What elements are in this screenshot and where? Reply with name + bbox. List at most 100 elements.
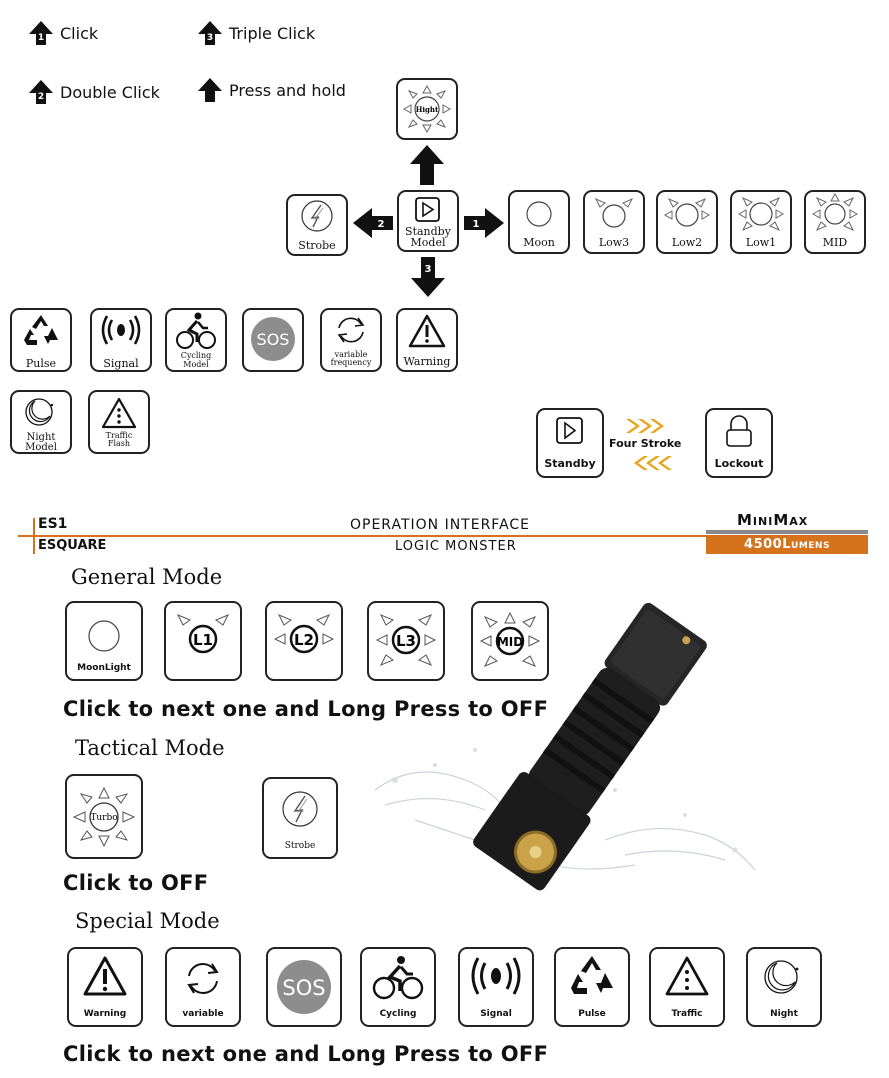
mid-label: MID: [822, 236, 848, 249]
mid-box: MID: [471, 601, 549, 681]
standby-box: Standby: [536, 408, 604, 478]
header-divider: [33, 518, 35, 554]
lightning-icon: [301, 200, 333, 232]
low1-label: Low1: [745, 236, 777, 249]
sos-icon: SOS: [277, 960, 331, 1014]
low3-light-icon: [594, 197, 634, 228]
svg-text:L2: L2: [294, 631, 314, 649]
svg-text:2: 2: [38, 92, 44, 102]
svg-text:3: 3: [425, 264, 432, 275]
recycle-icon: [571, 956, 613, 994]
signal-label: Signal: [103, 357, 139, 370]
arrow-left-2-flow: 2: [353, 208, 393, 238]
moonlight-label: MoonLight: [77, 663, 131, 673]
legend-press-hold-label: Press and hold: [229, 80, 346, 100]
svg-text:L1: L1: [193, 631, 213, 649]
header-line: [18, 535, 708, 537]
svg-text:Hight: Hight: [416, 105, 439, 114]
moon-label: Moon: [523, 236, 555, 249]
lock-icon: [726, 415, 752, 447]
night-model-box: Night Model: [10, 390, 72, 454]
svg-text:1: 1: [38, 33, 44, 43]
moon-light-icon: [88, 620, 120, 652]
traffic-warning-icon: [101, 397, 137, 429]
warning-mode-box: Warning: [396, 308, 458, 372]
lockout-label: Lockout: [714, 457, 764, 470]
header-title-1: OPERATION INTERFACE: [350, 517, 531, 533]
svg-text:2: 2: [378, 219, 385, 230]
night-label-1: Night: [26, 432, 56, 443]
header-title-2: LOGIC MONSTER: [395, 539, 517, 554]
moon-mode-box: Moon: [508, 190, 570, 254]
traffic-warning-icon: [665, 956, 709, 996]
low1-mode-box: Low1: [730, 190, 792, 254]
special-variable-box: variable: [165, 947, 241, 1027]
sos-icon: SOS: [251, 317, 295, 361]
cycling-label-1: Cycling: [180, 351, 212, 360]
standby-label-1: Standby: [405, 225, 451, 238]
pulse-label: Pulse: [25, 357, 57, 370]
low2-mode-box: Low2: [656, 190, 718, 254]
chevrons-left-icon: [634, 456, 672, 470]
lumens-badge: 4500Lumens: [706, 535, 868, 554]
legend-triple-click: 3 Triple Click: [197, 20, 315, 46]
general-mode-title: General Mode: [71, 565, 223, 589]
special-warning-box: Warning: [67, 947, 143, 1027]
strobe-mode-box: Strobe: [286, 194, 348, 256]
low2-light-icon: [663, 197, 711, 227]
moon-light-icon: [526, 201, 552, 227]
mid-light-icon: MID: [479, 611, 541, 667]
special-traffic-label: Traffic: [671, 1009, 703, 1019]
low1-light-icon: [737, 196, 785, 232]
tactical-strobe-label: Strobe: [284, 841, 316, 851]
cycling-icon: [176, 312, 216, 349]
special-cycling-box: Cycling: [360, 947, 436, 1027]
high-mode-box: Hight: [396, 78, 458, 140]
svg-text:1: 1: [473, 219, 480, 230]
arrow-up-icon: [198, 78, 222, 102]
tactical-strobe-box: Strobe: [262, 777, 338, 859]
signal-icon: [101, 315, 141, 345]
flashlight-image: [374, 602, 756, 891]
recycle-icon: [24, 315, 58, 345]
sos-mode-box: SOS: [242, 308, 304, 372]
moonlight-box: MoonLight: [65, 601, 143, 681]
play-icon: [415, 197, 440, 222]
mid-mode-box: MID: [804, 190, 866, 254]
svg-text:3: 3: [207, 33, 213, 43]
lightning-icon: [282, 791, 318, 827]
legend-double-click: 2 Double Click: [28, 79, 160, 105]
mid-light-icon: [811, 192, 859, 232]
arrow-up-icon: 2: [29, 80, 53, 104]
cycling-model-box: Cycling Model: [165, 308, 227, 372]
arrow-up-icon: 1: [29, 21, 53, 45]
warning-icon: [83, 956, 127, 996]
low3-mode-box: Low3: [583, 190, 645, 254]
standby-label-2: Model: [410, 236, 446, 249]
special-signal-box: Signal: [458, 947, 534, 1027]
tactical-mode-title: Tactical Mode: [75, 736, 225, 760]
variable-label-2: frequency: [330, 358, 372, 367]
high-light-icon: Hight: [402, 84, 452, 134]
signal-icon: [471, 957, 521, 995]
special-pulse-box: Pulse: [554, 947, 630, 1027]
special-night-box: Night: [746, 947, 822, 1027]
svg-text:Turbo: Turbo: [90, 813, 117, 823]
turbo-box: Turbo: [65, 774, 143, 859]
special-variable-label: variable: [182, 1009, 224, 1019]
legend-click: 1 Click: [28, 20, 98, 46]
cycling-label-2: Model: [183, 360, 209, 369]
refresh-icon: [187, 962, 219, 995]
arrow-up-icon: 3: [198, 21, 222, 45]
brand-name: ESQUARE: [38, 538, 107, 553]
standby-model-box: Standby Model: [397, 190, 459, 252]
pulse-mode-box: Pulse: [10, 308, 72, 372]
special-cycling-label: Cycling: [379, 1009, 417, 1019]
play-icon: [556, 417, 583, 444]
night-label-2: Model: [25, 442, 57, 453]
l3-light-icon: L3: [375, 614, 437, 666]
general-instruction: Click to next one and Long Press to OFF: [63, 697, 549, 721]
traffic-label-2: Flash: [107, 439, 131, 448]
legend-double-click-label: Double Click: [60, 82, 160, 102]
special-mode-title: Special Mode: [75, 909, 220, 933]
